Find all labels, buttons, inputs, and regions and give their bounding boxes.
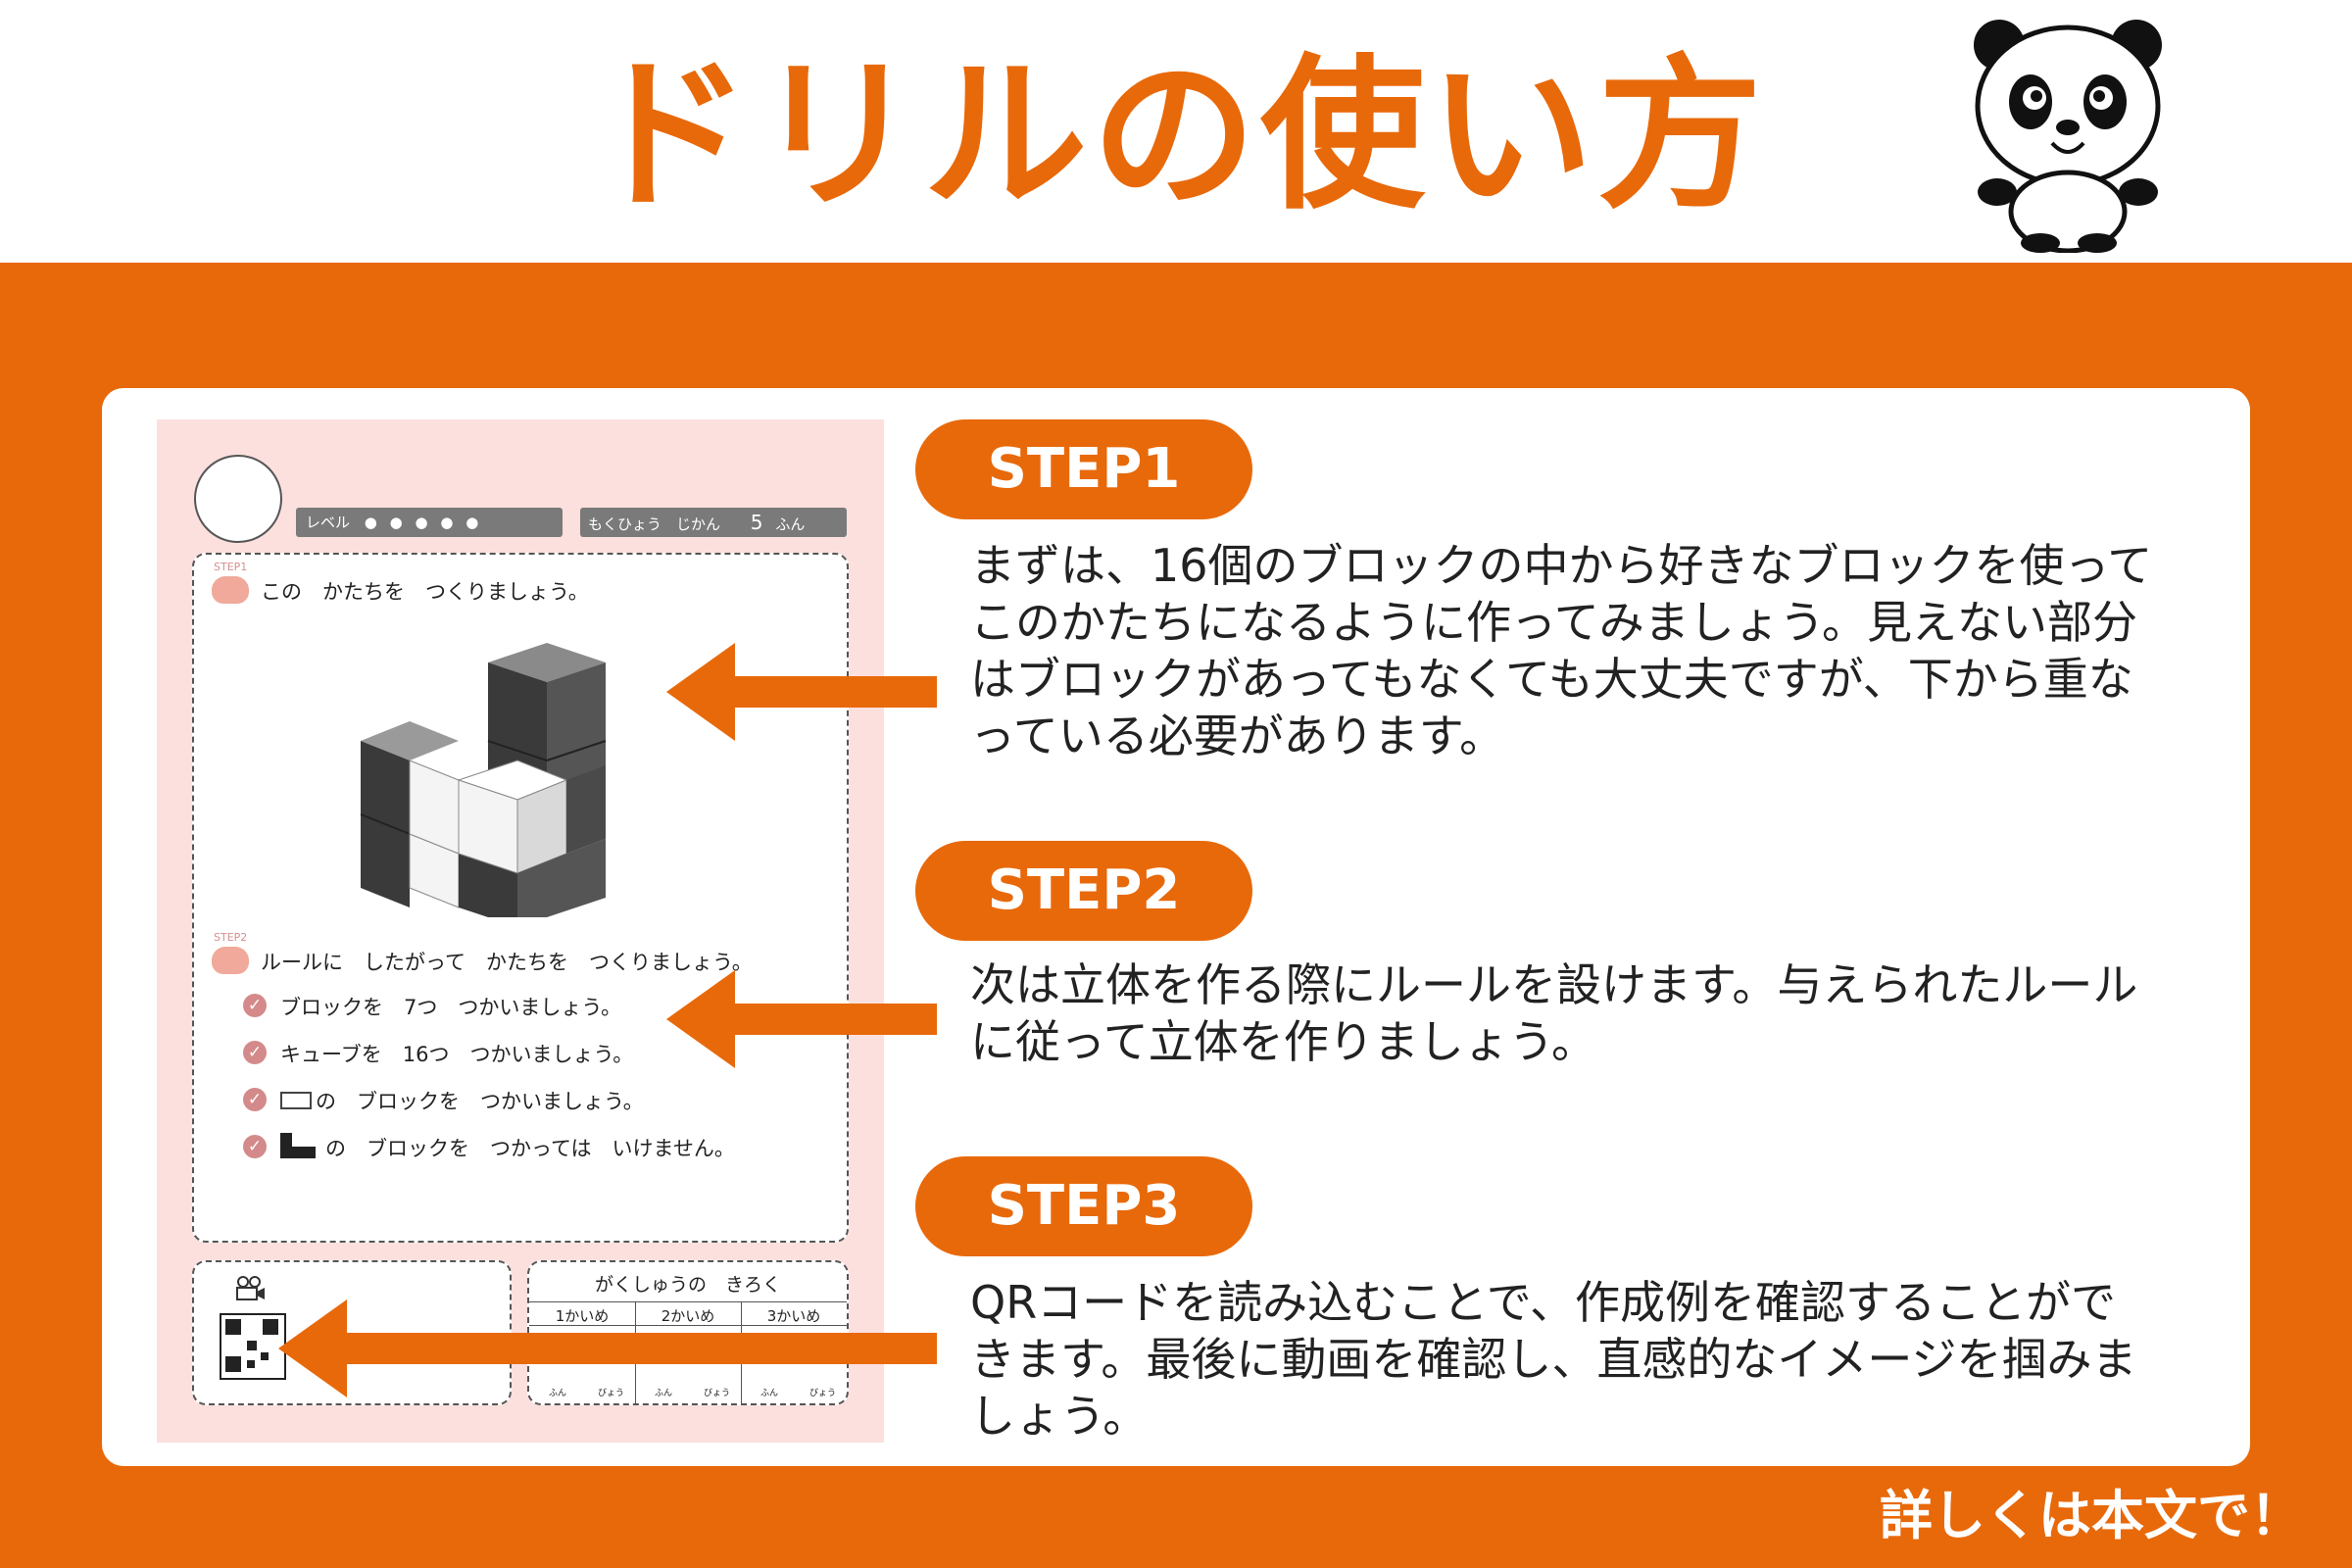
panda-mascot-icon — [1974, 20, 2162, 253]
record-title: がくしゅうの きろく — [594, 1274, 781, 1296]
level-label: レベル — [306, 514, 351, 531]
record-col-3: 3かいめ — [766, 1307, 821, 1325]
record-unit: ふん — [760, 1389, 779, 1398]
name-circle — [194, 455, 282, 543]
level-bear-icons: ● ● ● ● ● — [364, 514, 483, 531]
step2-small-label: STEP2 — [214, 931, 248, 944]
page-title: ドリルの使い方 — [586, 39, 1766, 231]
rule-2: キューブを 16つ つかいましょう。 — [280, 1043, 634, 1066]
record-col-1: 1かいめ — [555, 1307, 610, 1325]
target-time-bar: もくひょう じかん 5 ふん — [580, 508, 847, 537]
bear-icon-2 — [212, 947, 249, 974]
check-icon: ✓ — [243, 1088, 267, 1111]
step2-line: 次は立体を作る際にルールを設けます。与えられたルール — [970, 958, 2138, 1011]
step2-line: に従って立体を作りましょう。 — [970, 1015, 1596, 1068]
check-icon: ✓ — [243, 1135, 267, 1158]
rule-1: ブロックを 7つ つかいましょう。 — [280, 996, 622, 1019]
worksheet-preview: レベル ● ● ● ● ● もくひょう じかん 5 ふん STEP1 この かた… — [157, 419, 884, 1443]
step1-pill: STEP1 — [915, 419, 1252, 519]
bear-icon — [212, 576, 249, 604]
step1-line: このかたちになるように作ってみましょう。見えない部分 — [970, 596, 2137, 649]
cube-figure-icon — [360, 643, 607, 917]
record-unit: びょう — [704, 1389, 731, 1398]
step3-line: しょう。 — [970, 1390, 1149, 1443]
step3-text: QRコードを読み込むことで、作成例を確認することがで きます。最後に動画を確認し… — [970, 1274, 2225, 1445]
arrow-left-icon — [278, 1299, 937, 1397]
step1-line: っている必要があります。 — [970, 710, 1505, 762]
arrow-left-icon — [666, 970, 937, 1068]
step1-text: まずは、16個のブロックの中から好きなブロックを使って このかたちになるように作… — [970, 537, 2225, 764]
step2-text: 次は立体を作る際にルールを設けます。与えられたルール に従って立体を作りましょう… — [970, 956, 2225, 1070]
exercise-box: STEP1 この かたちを つくりましょう。 STEP2 — [192, 553, 849, 1243]
record-unit: ふん — [549, 1389, 567, 1398]
record-unit: ふん — [655, 1389, 673, 1398]
step1-instruction: この かたちを つくりましょう。 — [261, 580, 589, 604]
step3-pill: STEP3 — [915, 1156, 1252, 1256]
level-bar: レベル ● ● ● ● ● — [296, 508, 563, 537]
record-unit: びょう — [809, 1389, 837, 1398]
qr-code-icon[interactable] — [220, 1313, 286, 1380]
header: ドリルの使い方 — [0, 0, 2352, 263]
video-camera-icon — [236, 1276, 265, 1300]
white-block-icon — [280, 1092, 312, 1109]
arrow-left-icon — [666, 643, 937, 741]
target-unit: ふん — [775, 515, 806, 533]
footer-note: 詳しくは本文で！ — [1880, 1485, 2303, 1546]
black-block-icon — [280, 1133, 316, 1158]
target-value: 5 — [750, 511, 763, 534]
check-icon: ✓ — [243, 1041, 267, 1064]
step2-instruction: ルールに したがって かたちを つくりましょう。 — [261, 951, 753, 974]
step1-small-label: STEP1 — [214, 561, 248, 573]
record-col-2: 2かいめ — [661, 1307, 715, 1325]
step2-pill: STEP2 — [915, 841, 1252, 941]
step1-line: まずは、16個のブロックの中から好きなブロックを使って — [970, 539, 2153, 592]
step1-line: はブロックがあってもなくても大丈夫ですが、下から重な — [970, 653, 2133, 706]
step3-line: QRコードを読み込むことで、作成例を確認することがで — [970, 1276, 2116, 1329]
step3-line: きます。最後に動画を確認し、直感的なイメージを掴みま — [970, 1333, 2137, 1386]
rule-4: の ブロックを つかっては いけません。 — [325, 1137, 735, 1160]
target-label: もくひょう じかん — [588, 515, 721, 533]
record-unit: びょう — [598, 1389, 625, 1398]
rule-3: の ブロックを つかいましょう。 — [316, 1090, 644, 1113]
check-icon: ✓ — [243, 994, 267, 1017]
